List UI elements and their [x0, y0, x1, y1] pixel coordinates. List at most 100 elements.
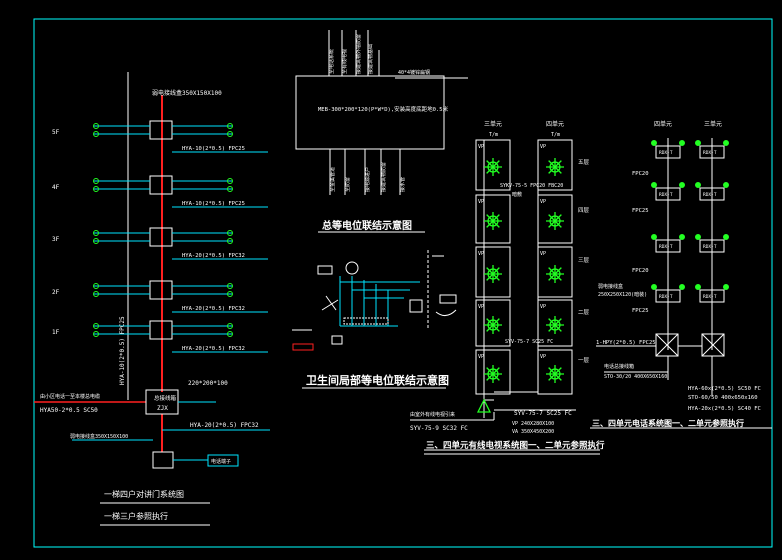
meb-right-label: 40*4镀锌扁钢 [398, 69, 430, 76]
tv-row-label: 一层 [578, 357, 590, 364]
tv-vp-tag: VP [478, 304, 484, 310]
drawing-frame [33, 18, 773, 548]
tv-vp-tag: VP [478, 144, 484, 150]
phone-left-cable: 1-HPY(2*0.5) FPC25 [596, 340, 656, 346]
tv-title: 三、四单元有线电视系统图一、二单元参照执行 [426, 440, 605, 451]
phone-box-label: RDX-T [659, 150, 673, 156]
phone-outlet-symbol [679, 182, 685, 188]
outlet-symbol [227, 123, 233, 129]
meb-top-label: 接建筑物基础 [367, 44, 374, 74]
bathroom-equipotential-diagram [292, 250, 457, 389]
tv-floor-cell [475, 194, 511, 244]
phone-box-label: RDX-T [703, 294, 717, 300]
phone-bottom-1: 电话总接线箱 [604, 363, 634, 370]
outlet-symbol [93, 238, 99, 244]
floor-label: 5F [52, 129, 60, 136]
outlet-symbol [93, 283, 99, 289]
phone-cable-2: STO-60/50 400x650x160 [688, 395, 758, 401]
floor-junction-box [149, 320, 173, 340]
meb-bottom-label: 接电源进户 [364, 167, 371, 192]
tv-floor-cell [537, 349, 573, 395]
outlet-symbol [93, 331, 99, 337]
meb-bottom-label: 至防雷 [344, 177, 351, 192]
meb-top-label: 至有线电视 [341, 49, 348, 74]
outlet-symbol [93, 323, 99, 329]
tv-floor-cell [475, 299, 511, 347]
main-box-size: 220*200*100 [188, 380, 228, 387]
riser-label: HYA-10(2*0.5) FPC25 [119, 316, 126, 385]
bottom-vertical-labels: 至金属管道至防雷接电源进户接建筑物防雷接水管 [329, 162, 406, 192]
tv-row-label: 四层 [578, 207, 590, 214]
incoming-cable: HYA50-2*0.5 SC50 [40, 407, 98, 414]
phone-pipe-label: FPC25 [632, 308, 649, 314]
outlet-symbol [227, 283, 233, 289]
outlet-symbol [227, 323, 233, 329]
phone-pipe-label: FPC20 [632, 268, 649, 274]
phone-outlet-symbol [679, 234, 685, 240]
tv-amp-label-2: VA 350X450X200 [512, 429, 554, 435]
phone-outlet-symbol [679, 140, 685, 146]
tv-bottom-left-cable: SYV-75-9 SC32 FC [410, 425, 468, 432]
phone-box-label: RDX-T [703, 192, 717, 198]
floor-label: 3F [52, 236, 60, 243]
tv-vp-tag: VP [478, 199, 484, 205]
floor-label: 1F [52, 329, 60, 336]
phone-outlet-symbol [651, 182, 657, 188]
tv-floor-cell [537, 139, 573, 191]
phone-total-box-right [701, 333, 725, 357]
outlet-symbol [93, 230, 99, 236]
left-title-2: 一梯三户参照执行 [104, 511, 168, 521]
meb-title: 总等电位联结示意图 [322, 219, 412, 232]
tv-sub-header-4: T/m [551, 132, 560, 138]
tv-splitter-symbol [549, 161, 561, 173]
main-box-label: 总接线箱 [154, 394, 177, 402]
left-title-1: 一梯四户对讲门系统图 [104, 489, 184, 499]
phone-outlet-symbol [695, 284, 701, 290]
meb-box [295, 75, 445, 150]
tv-col-header-3: 三单元 [484, 120, 502, 128]
floor-cable-label: HYA-20(2*0.5) FPC32 [182, 306, 245, 312]
tv-vp-tag: VP [540, 251, 546, 257]
tv-col-header-4: 四单元 [546, 120, 564, 128]
phone-outlet-symbol [651, 284, 657, 290]
phone-title: 三、四单元电话系统图一、二单元参照执行 [592, 418, 744, 428]
phone-outlet-symbol [723, 284, 729, 290]
box-top-label: 弱电接线盒350X150X100 [152, 89, 222, 97]
main-equipotential-diagram [295, 30, 468, 233]
tv-sub-header-3: T/m [489, 132, 498, 138]
phone-left-label-2: 250X250X120(暗装) [598, 291, 647, 298]
phone-pipe-label: FPC25 [632, 208, 649, 214]
left-system-diagram [34, 72, 270, 526]
tv-vp-tag: VP [540, 199, 546, 205]
phone-outlet-symbol [723, 182, 729, 188]
tv-floor-cell [537, 194, 573, 244]
outlet-symbol [93, 178, 99, 184]
meb-box-label: MEB-300*200*120(P*W*D),安装高度底距地0.5米 [318, 105, 449, 113]
phone-system-diagram [590, 138, 772, 429]
phone-box-label: RDX-T [703, 150, 717, 156]
floor-junction-box [149, 175, 173, 195]
tv-splitter-symbol [487, 368, 499, 380]
tv-vp-tag: VP [478, 354, 484, 360]
phone-box-label: RDX-T [703, 244, 717, 250]
phone-outlet-symbol [651, 140, 657, 146]
phone-col-header-4: 四单元 [654, 120, 672, 128]
outlet-symbol [227, 186, 233, 192]
terminal-box-label: 电话端子 [211, 458, 231, 465]
tv-vp-tag: VP [540, 304, 546, 310]
tv-floor-cell [475, 246, 511, 298]
tv-vp-tag: VP [478, 251, 484, 257]
outlet-symbol [227, 131, 233, 137]
outlet-symbol [227, 238, 233, 244]
terminal-box [207, 454, 239, 467]
phone-pipe-label: FPC20 [632, 171, 649, 177]
phone-left-label-1: 弱电接线盒 [598, 283, 623, 290]
phone-total-box-left [655, 333, 679, 357]
outlet-symbol [227, 178, 233, 184]
